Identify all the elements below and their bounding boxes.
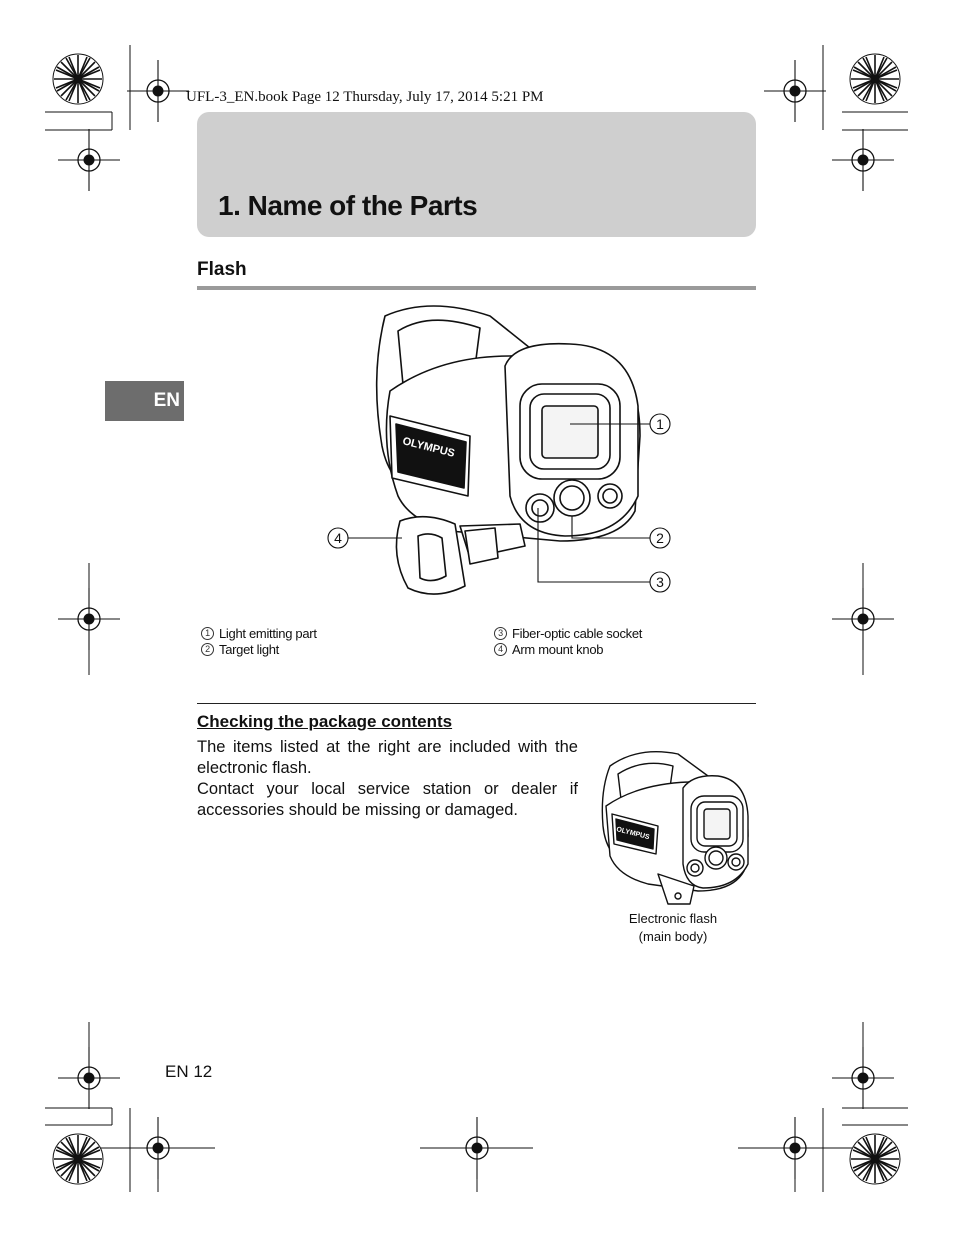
part-item: 3 Fiber-optic cable socket — [494, 626, 642, 641]
part-item: 2 Target light — [201, 642, 279, 657]
section-heading: Flash — [197, 259, 247, 280]
part-label: Arm mount knob — [512, 642, 604, 657]
package-paragraph-1: The items listed at the right are includ… — [197, 738, 578, 777]
callout-4-label: 4 — [334, 530, 342, 546]
page-number: EN 12 — [165, 1062, 213, 1081]
flash-main-body-illustration: OLYMPUS — [601, 751, 749, 905]
flash-illustration: OLYMPUS 1 2 3 4 — [327, 305, 671, 595]
caption-line-2: (main body) — [638, 929, 708, 944]
part-label: Target light — [219, 642, 279, 657]
print-header: UFL-3_EN.book Page 12 Thursday, July 17,… — [186, 89, 544, 105]
figure-caption: Electronic flash (main body) — [602, 910, 744, 946]
callout-2-label: 2 — [656, 530, 664, 546]
package-heading: Checking the package contents — [197, 712, 453, 731]
callout-1 — [649, 413, 671, 435]
language-tab: EN — [105, 381, 184, 421]
part-label: Light emitting part — [219, 626, 317, 641]
callout-4 — [327, 527, 349, 549]
page-title: 1. Name of the Parts — [218, 190, 478, 221]
title-banner — [197, 112, 756, 237]
part-number: 4 — [494, 643, 507, 656]
part-number: 2 — [201, 643, 214, 656]
part-number: 3 — [494, 627, 507, 640]
section-divider-2 — [197, 703, 756, 704]
part-number: 1 — [201, 627, 214, 640]
package-text: The items listed at the right are includ… — [197, 737, 578, 821]
callout-3 — [649, 571, 671, 593]
part-label: Fiber-optic cable socket — [512, 626, 643, 641]
callout-3-label: 3 — [656, 574, 664, 590]
callout-1-label: 1 — [656, 416, 664, 432]
part-item: 4 Arm mount knob — [494, 642, 603, 657]
caption-line-1: Electronic flash — [628, 911, 718, 926]
section-divider — [197, 286, 756, 290]
part-item: 1 Light emitting part — [201, 626, 317, 641]
package-paragraph-2: Contact your local service station or de… — [197, 780, 578, 819]
callout-2 — [649, 527, 671, 549]
